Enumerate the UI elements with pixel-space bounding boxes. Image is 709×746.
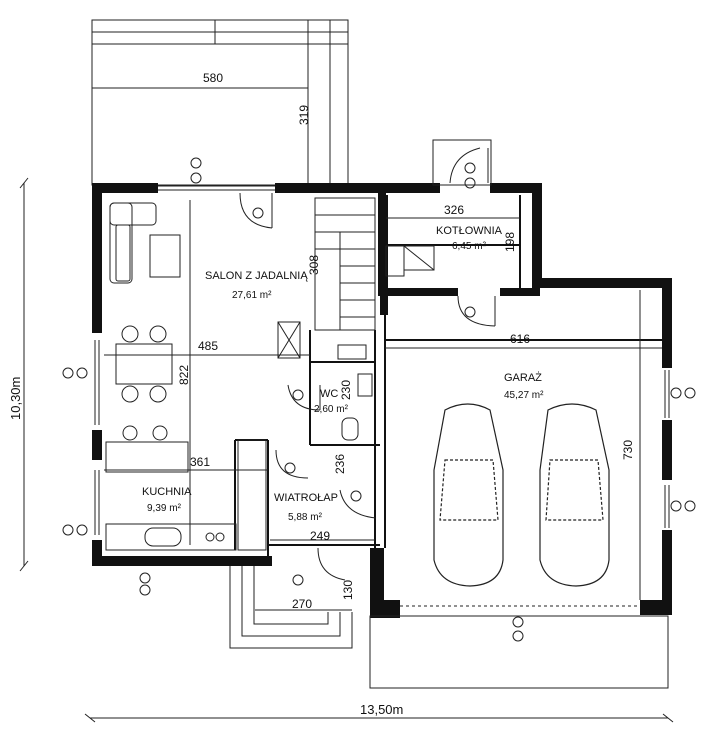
kitchen-counter [105,439,267,551]
wc-area: 2,60 m² [314,404,349,415]
dim-kotlownia-depth: 198 [503,232,517,252]
salon-name: SALON Z JADALNIĄ [205,270,308,282]
windows [90,185,670,535]
dim-terrace-width: 580 [203,71,223,85]
garaz-name: GARAŻ [504,371,542,384]
kuchnia-name: KUCHNIA [142,486,192,498]
garaz-area: 45,27 m² [504,390,544,401]
dim-terrace-depth: 319 [297,105,311,125]
section-markers [62,157,696,642]
wiatrolap-area: 5,88 m² [288,512,323,523]
dim-kitchen-width: 361 [190,455,210,469]
dining-table [115,325,173,441]
dim-salon-width: 485 [198,339,218,353]
wiatrolap-name: WIATROŁAP [274,492,338,504]
dim-kotlownia-width: 326 [444,203,464,217]
dim-porch-depth: 130 [341,580,355,600]
dim-salon-hall: 308 [307,255,321,275]
dim-entry-width: 249 [310,529,330,543]
dim-garage-width: 616 [510,332,530,346]
car-right [539,403,610,587]
chimney-porch [432,139,492,186]
fireplace [277,321,301,359]
interior-walls [234,195,662,560]
dim-porch-width: 270 [292,597,312,611]
dim-salon-depth: 822 [177,365,191,385]
terrace [91,19,349,186]
dim-total-width: 13,50m [360,702,403,717]
wc-fixtures [337,344,373,441]
dim-wc-depth: 230 [339,380,353,400]
dim-total-depth: 10,30m [8,377,23,420]
kotlownia-area: 6,45 m² [452,241,487,252]
wc-name: WC [320,388,338,400]
doors [239,147,496,581]
dim-garage-depth: 730 [621,440,635,460]
dim-hall-depth: 236 [333,454,347,474]
exterior-walls [92,183,672,618]
car-left [433,403,504,587]
garage-apron [369,605,669,689]
dimension-lines [19,87,674,723]
salon-area: 27,61 m² [232,290,272,301]
kotlownia-name: KOTŁOWNIA [436,225,503,237]
boiler-fixtures [385,245,435,277]
sofa [109,202,181,284]
kuchnia-area: 9,39 m² [147,503,182,514]
porch [229,566,353,649]
staircase [314,197,376,331]
